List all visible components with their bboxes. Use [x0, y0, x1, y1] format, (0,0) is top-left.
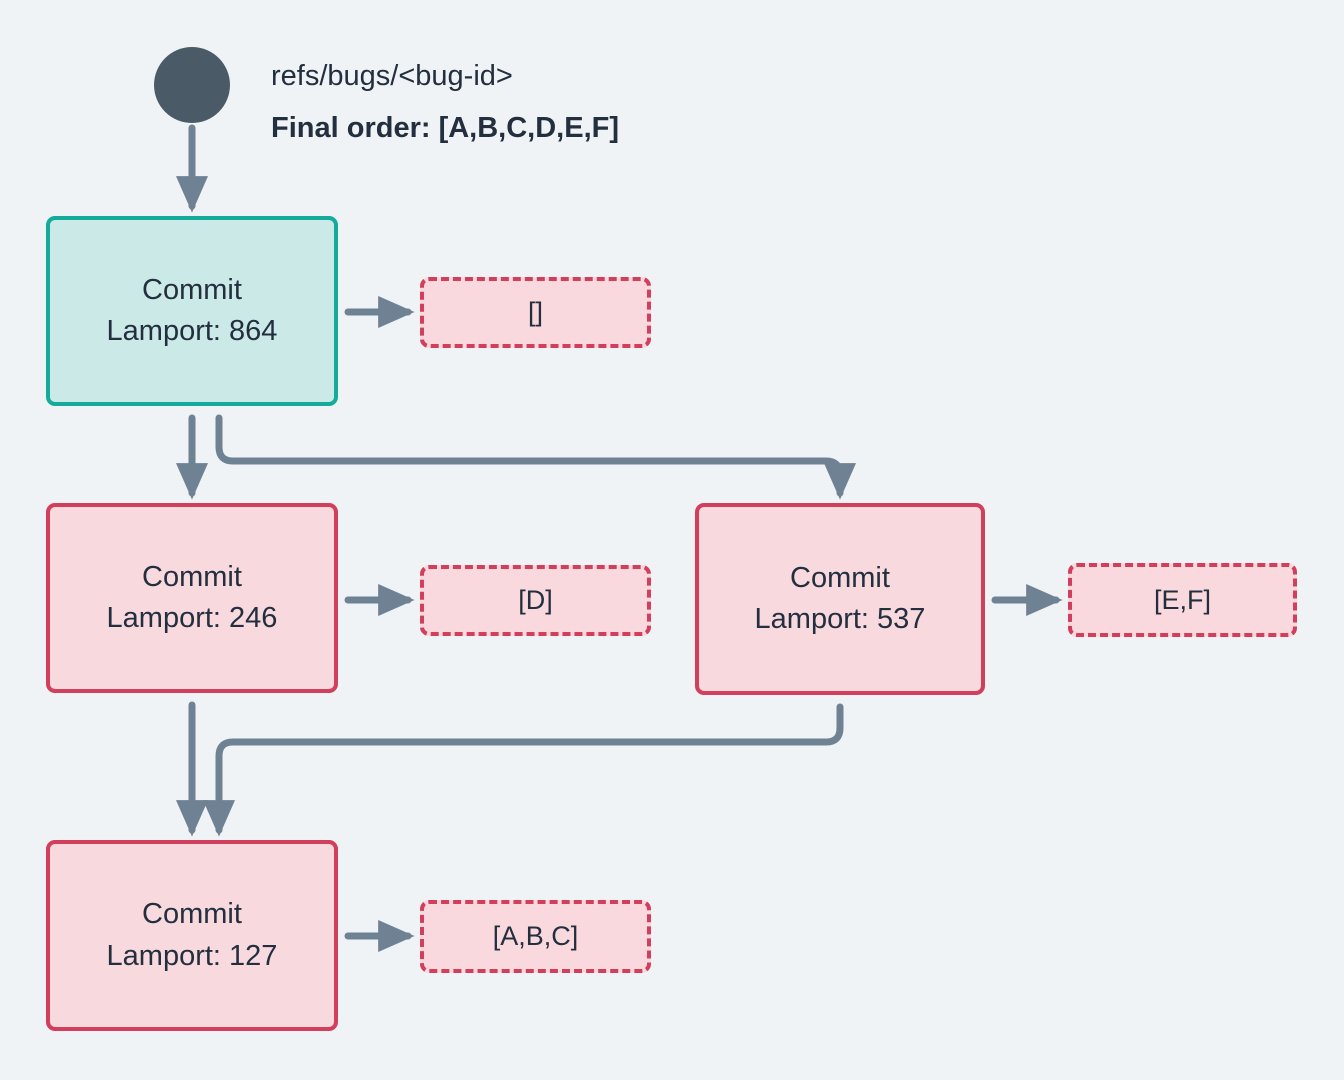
payload-box-246-text: [D] — [518, 585, 553, 615]
payload-box-127[interactable]: [A,B,C] — [420, 900, 651, 973]
payload-box-864[interactable]: [] — [420, 277, 651, 348]
commit-node-127[interactable]: Commit Lamport: 127 — [46, 840, 338, 1031]
header-labels: refs/bugs/<bug-id> Final order: [A,B,C,D… — [271, 58, 871, 147]
commit-node-127-title: Commit — [142, 898, 242, 931]
commit-node-537[interactable]: Commit Lamport: 537 — [695, 503, 985, 695]
commit-node-537-lamport: Lamport: 537 — [754, 603, 926, 635]
start-node-circle[interactable] — [154, 47, 230, 123]
commit-node-246-lamport: Lamport: 246 — [106, 602, 278, 634]
edge-commit537-to-commit127 — [202, 703, 844, 837]
payload-box-127-text: [A,B,C] — [492, 921, 579, 951]
payload-box-864-text: [] — [527, 297, 543, 327]
payload-box-537[interactable]: [E,F] — [1068, 563, 1297, 637]
commit-node-864[interactable]: Commit Lamport: 864 — [46, 216, 338, 406]
commit-node-246-title: Commit — [142, 560, 242, 593]
final-order-label: Final order: [A,B,C,D,E,F] — [271, 112, 619, 145]
ref-path-label: refs/bugs/<bug-id> — [271, 60, 513, 92]
commit-node-246[interactable]: Commit Lamport: 246 — [46, 503, 338, 693]
edge-commit864-to-commit537 — [215, 414, 857, 500]
payload-box-246[interactable]: [D] — [420, 565, 651, 636]
commit-node-864-lamport: Lamport: 864 — [106, 315, 278, 347]
commit-node-537-title: Commit — [790, 561, 890, 594]
commit-node-864-title: Commit — [142, 273, 242, 306]
commit-node-127-lamport: Lamport: 127 — [106, 939, 278, 972]
payload-box-537-text: [E,F] — [1153, 584, 1211, 615]
